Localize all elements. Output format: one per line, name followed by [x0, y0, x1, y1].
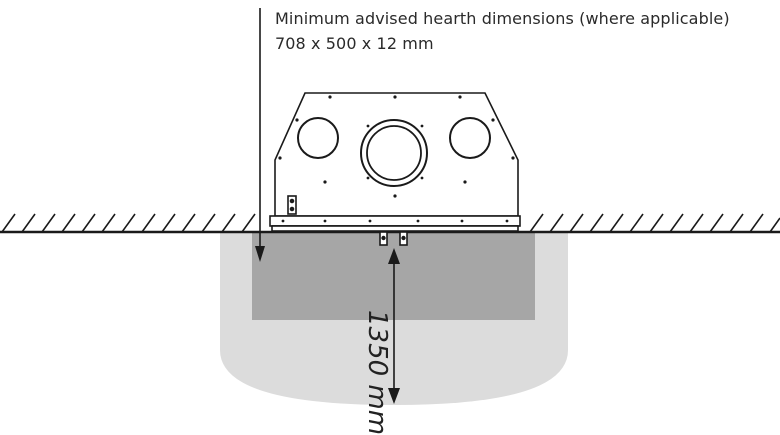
hearth-caption-dimensions: 708 x 500 x 12 mm: [275, 34, 434, 53]
foot-tab-right-hole: [401, 235, 406, 241]
stove-rivets: [278, 95, 515, 198]
foot-tab-left-hole: [381, 235, 386, 241]
left-bracket-hole-1: [289, 198, 295, 204]
left-vent-circle: [297, 117, 339, 159]
hearth-caption-title: Minimum advised hearth dimensions (where…: [275, 9, 730, 28]
flue-outlet-inner: [366, 125, 422, 181]
clearance-dimension-label: 1350 mm: [362, 310, 392, 435]
left-bracket-hole-2: [289, 206, 295, 212]
left-bracket: [287, 195, 297, 215]
diagram-canvas: [0, 8, 780, 405]
floor-hatching-left: [1, 213, 256, 233]
right-vent-circle: [449, 117, 491, 159]
installation-diagram: Minimum advised hearth dimensions (where…: [0, 8, 780, 435]
stove-unit: [269, 92, 521, 246]
stove-base-plate: [269, 215, 521, 227]
base-plate-rivets: [281, 219, 509, 223]
clearance-dimension-arrow: [388, 248, 400, 404]
floor-hatching-right: [529, 213, 780, 233]
stove-base-rail: [271, 225, 519, 232]
hearth-depth-arrow: [255, 8, 265, 262]
